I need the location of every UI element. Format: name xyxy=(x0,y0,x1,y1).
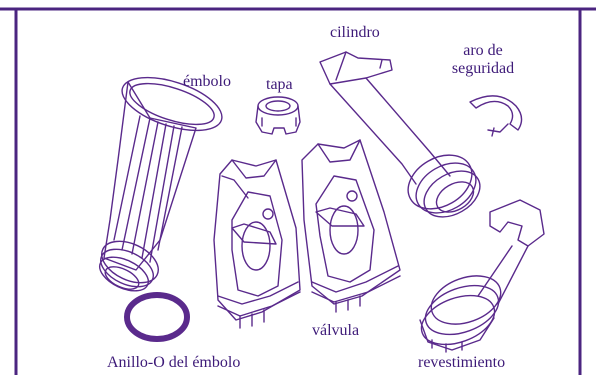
valve-part-left xyxy=(213,159,301,329)
label-revestimiento: revestimiento xyxy=(418,354,506,371)
cylinder-part xyxy=(319,51,481,218)
label-cilindro: cilindro xyxy=(330,24,380,41)
frame xyxy=(0,7,596,375)
plunger-part xyxy=(99,76,223,292)
o-ring-part xyxy=(124,292,190,342)
label-valvula: válvula xyxy=(312,322,360,339)
label-aro-de-seguridad: aro de seguridad xyxy=(451,42,515,77)
label-tapa: tapa xyxy=(266,76,293,93)
cap-part xyxy=(255,96,301,135)
valve-part-right xyxy=(301,139,401,313)
safety-ring-part xyxy=(469,95,523,137)
label-anillo-o: Anillo-O del émbolo xyxy=(107,354,241,371)
label-embolo: émbolo xyxy=(183,73,231,90)
sleeve-part xyxy=(419,199,545,353)
